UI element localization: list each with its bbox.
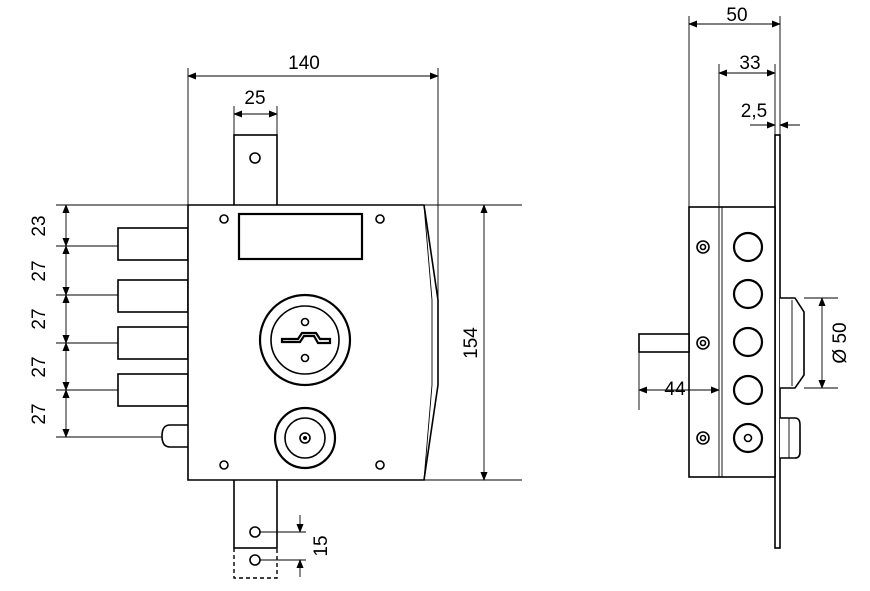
screw	[375, 214, 385, 224]
dim-bolt-spacing-2: 27	[29, 260, 50, 281]
screw	[375, 460, 385, 470]
side-screws	[696, 240, 710, 445]
front-view	[56, 68, 522, 579]
screw	[219, 460, 229, 470]
dim-cam-offset: 15	[311, 535, 332, 556]
keyway	[280, 331, 332, 345]
tongue-hole-lower	[249, 554, 261, 566]
body-bevel	[423, 204, 433, 481]
dim-cylinder-diameter: Ø 50	[830, 322, 851, 363]
bolt-ends	[732, 231, 764, 454]
front-dimensions: 140 25 154 23 27 27 27 27 15	[29, 53, 488, 577]
tongue-hole-top	[249, 152, 261, 164]
latch	[161, 424, 188, 448]
bolt	[117, 227, 189, 261]
cylinder-housing	[258, 293, 352, 387]
dim-plate-thickness: 2,5	[741, 101, 767, 122]
label-window	[237, 212, 364, 261]
dim-front-width: 140	[288, 53, 320, 74]
side-dimensions: 50 33 2,5 Ø 50 44	[638, 5, 851, 400]
side-view	[638, 16, 838, 549]
screw	[219, 214, 229, 224]
bolt	[117, 326, 189, 360]
lower-cam-housing	[273, 406, 337, 470]
dim-front-height: 154	[461, 327, 482, 359]
dim-side-depth: 50	[726, 5, 747, 26]
tongue-extension-dashed	[233, 548, 278, 579]
dim-tongue-width: 25	[244, 88, 265, 109]
lock-body	[187, 204, 439, 481]
deadbolts	[117, 227, 189, 448]
spindle	[638, 333, 690, 353]
dim-backset: 44	[664, 379, 686, 400]
bolt	[117, 279, 189, 313]
dim-bolt-spacing-3: 27	[29, 308, 50, 329]
dim-bolt-spacing-4: 27	[29, 356, 50, 377]
dim-bolt-spacing-5: 27	[29, 403, 50, 424]
bolt	[117, 373, 189, 407]
dim-case-depth: 33	[739, 53, 760, 74]
dim-bolt-spacing-1: 23	[29, 215, 50, 236]
knob	[780, 417, 801, 459]
top-tongue	[233, 134, 278, 208]
